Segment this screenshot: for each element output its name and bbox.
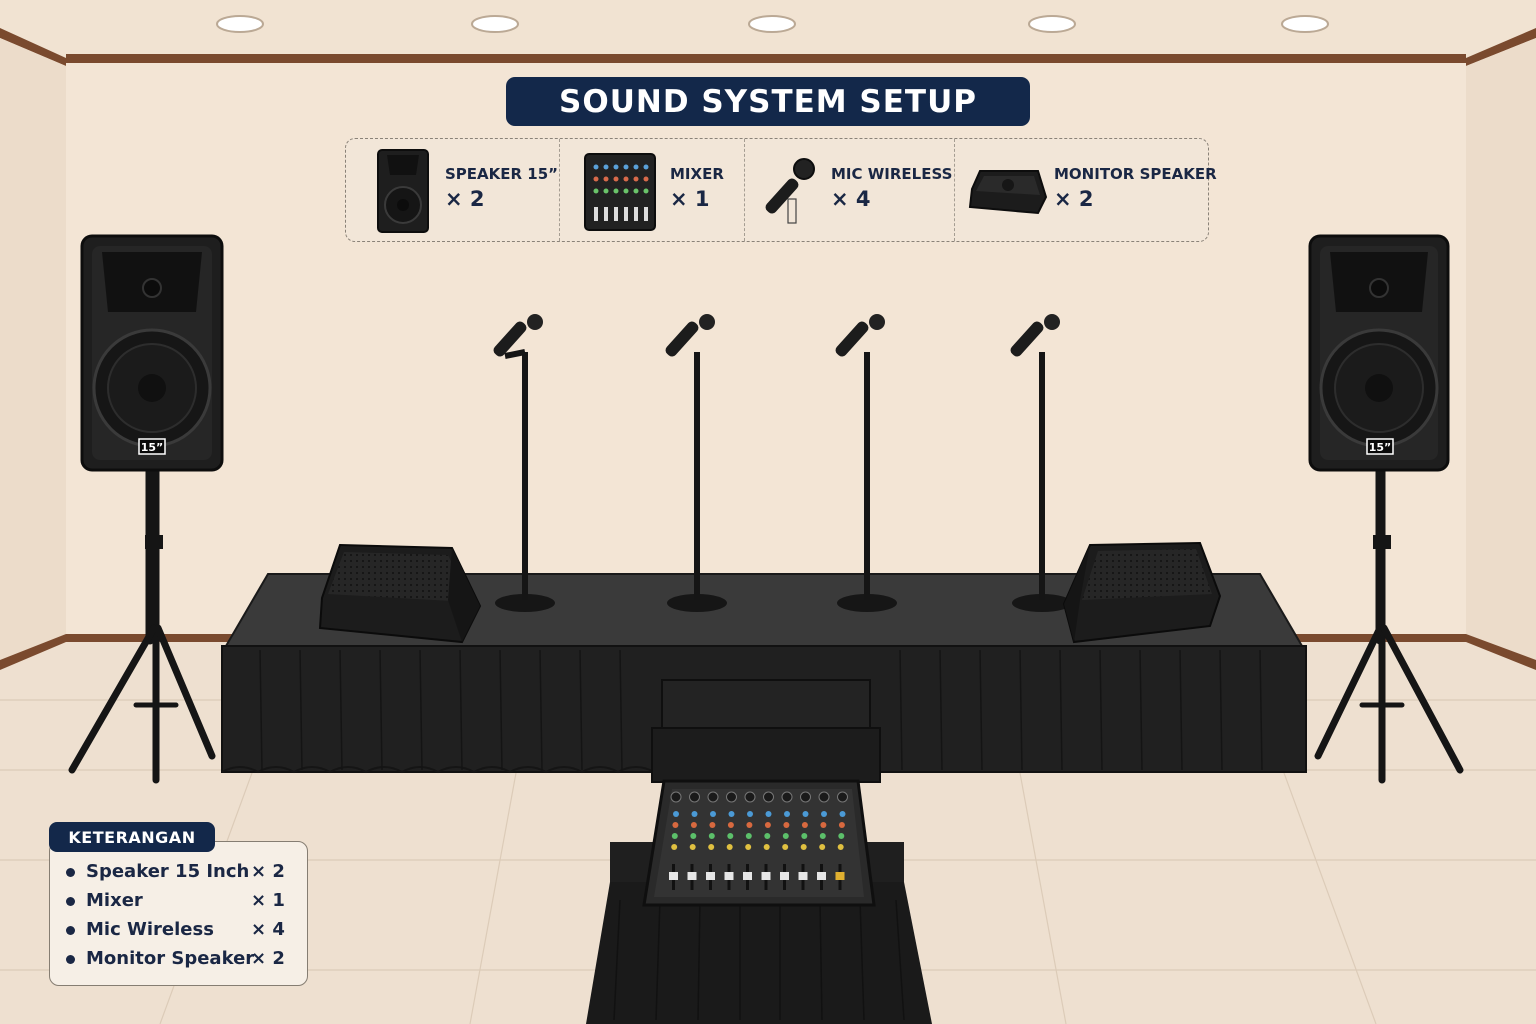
mixer-icon — [584, 153, 656, 231]
left-speaker-stand — [68, 465, 216, 784]
mixer-console — [642, 779, 876, 907]
mic-stand-3 — [835, 314, 897, 612]
inventory-mixer-qty: × 1 — [670, 187, 710, 211]
inventory-monitor-name: MONITOR SPEAKER — [1054, 165, 1217, 183]
inventory-item-monitor: MONITOR SPEAKER × 2 — [954, 139, 1217, 241]
legend-item-label: Monitor Speaker — [86, 948, 255, 969]
legend-item-label: Speaker 15 Inch — [86, 861, 250, 882]
mic-stand-4 — [1010, 314, 1072, 612]
legend-item-label: Mic Wireless — [86, 919, 214, 940]
legend-item: Mixer × 1 — [62, 888, 302, 914]
inventory-divider — [954, 139, 955, 241]
inventory-divider — [744, 139, 745, 241]
monitor-speaker-left — [318, 543, 482, 644]
right-main-speaker: 15” — [1308, 234, 1450, 472]
right-speaker-size-badge: 15” — [1369, 441, 1392, 454]
left-speaker-size-badge: 15” — [141, 441, 164, 454]
legend-item-qty: × 2 — [251, 861, 285, 882]
legend-bullet-icon — [66, 868, 75, 877]
inventory-mic-name: MIC WIRELESS — [831, 165, 953, 183]
inventory-speaker-qty: × 2 — [445, 187, 485, 211]
inventory-monitor-qty: × 2 — [1054, 187, 1094, 211]
inventory-mixer-name: MIXER — [670, 165, 724, 183]
legend-item-qty: × 4 — [251, 919, 285, 940]
inventory-mic-qty: × 4 — [831, 187, 871, 211]
equipment-inventory-panel: SPEAKER 15” × 2 MIXER × 1 MIC WIRELESS ×… — [345, 138, 1217, 242]
mic-stand-1 — [493, 314, 555, 612]
mic-stand-2 — [665, 314, 727, 612]
inventory-speaker-name: SPEAKER 15” — [445, 165, 559, 183]
legend-item: Monitor Speaker × 2 — [62, 946, 302, 972]
legend-item-qty: × 1 — [251, 890, 285, 911]
legend-item-label: Mixer — [86, 890, 143, 911]
ceiling-lights — [216, 15, 1329, 33]
legend-bullet-icon — [66, 926, 75, 935]
inventory-divider — [559, 139, 560, 241]
legend-item-qty: × 2 — [251, 948, 285, 969]
legend-title: KETERANGAN — [49, 822, 215, 852]
legend-panel — [49, 841, 308, 986]
inventory-item-mixer: MIXER × 1 — [559, 139, 744, 241]
stage-steps — [651, 679, 881, 783]
legend-item: Mic Wireless × 4 — [62, 917, 302, 943]
microphone-icon — [765, 158, 815, 224]
ceiling — [0, 0, 1536, 66]
inventory-item-mic: MIC WIRELESS × 4 — [744, 139, 954, 241]
speaker-icon — [377, 149, 429, 233]
legend-item: Speaker 15 Inch × 2 — [62, 859, 302, 885]
monitor-speaker-right — [1062, 541, 1222, 644]
left-main-speaker: 15” — [80, 234, 224, 472]
legend-bullet-icon — [66, 897, 75, 906]
page-title: SOUND SYSTEM SETUP — [506, 77, 1030, 126]
inventory-item-speaker: SPEAKER 15” × 2 — [346, 139, 559, 241]
legend-bullet-icon — [66, 955, 75, 964]
right-speaker-stand — [1314, 465, 1464, 784]
monitor-speaker-icon — [968, 170, 1048, 215]
